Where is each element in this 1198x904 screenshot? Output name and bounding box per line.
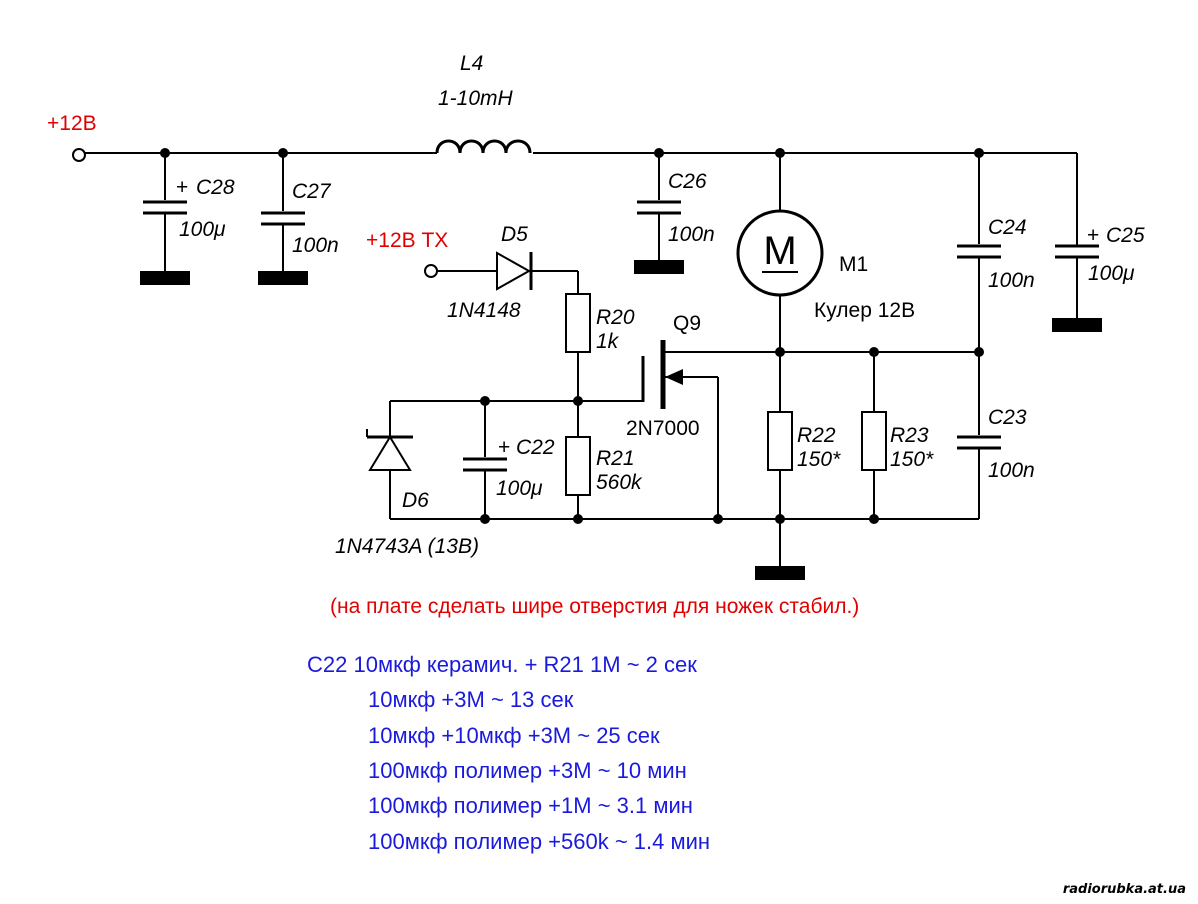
capacitor-c25-value: 100μ xyxy=(1088,262,1135,285)
ground-symbol xyxy=(258,271,308,285)
resistor-r22-value: 150* xyxy=(797,448,841,471)
capacitor-c27-ref: C27 xyxy=(292,180,332,203)
mosfet-q9-arrow xyxy=(665,369,683,385)
vcc-label: +12В xyxy=(47,112,97,135)
resistor-r23-ref: R23 xyxy=(890,424,929,447)
watermark: radiorubka.at.ua xyxy=(1063,882,1186,897)
junction-dot xyxy=(869,514,879,524)
resistor-r23 xyxy=(861,411,887,471)
capacitor-c26-value: 100n xyxy=(668,223,715,246)
capacitor-c28-value: 100μ xyxy=(179,218,226,241)
junction-dot xyxy=(869,347,879,357)
resistor-r20-value: 1k xyxy=(596,330,620,353)
zener-d6-value: 1N4743A (13В) xyxy=(335,535,479,558)
vcc-tx-label: +12В TX xyxy=(366,229,448,252)
capacitor-c28-ref: C28 xyxy=(196,176,235,199)
timing-note-line: 100мкф полимер +3М ~ 10 мин xyxy=(368,758,687,783)
capacitor-c23-value: 100n xyxy=(988,459,1035,482)
junction-dot xyxy=(160,148,170,158)
vcc-terminal xyxy=(72,148,86,162)
capacitor-c22-ref: C22 xyxy=(516,436,555,459)
motor-m1-glyph: M xyxy=(763,229,796,273)
resistor-r20 xyxy=(565,293,591,353)
resistor-r21-ref: R21 xyxy=(596,447,635,470)
capacitor-c22-value: 100μ xyxy=(496,477,543,500)
junction-dot xyxy=(974,148,984,158)
capacitor-c25-polarity: + xyxy=(1087,224,1099,247)
timing-note-line: 100мкф полимер +560k ~ 1.4 мин xyxy=(368,829,710,854)
ground-symbol xyxy=(140,271,190,285)
zener-d6-body xyxy=(368,435,412,471)
resistor-r21 xyxy=(565,436,591,496)
diode-d5-ref: D5 xyxy=(501,223,528,246)
timing-note-line: 100мкф полимер +1М ~ 3.1 мин xyxy=(368,793,693,818)
junction-dot xyxy=(480,396,490,406)
diode-d5-value: 1N4148 xyxy=(447,299,521,322)
zener-d6-ref: D6 xyxy=(402,489,429,512)
vcc-tx-terminal xyxy=(424,264,438,278)
junction-dot xyxy=(713,514,723,524)
ground-symbol xyxy=(1052,318,1102,332)
capacitor-c27-value: 100n xyxy=(292,234,339,257)
capacitor-c23-ref: C23 xyxy=(988,406,1027,429)
junction-dot xyxy=(573,396,583,406)
junction-dot xyxy=(775,514,785,524)
timing-note-line: 10мкф +3М ~ 13 сек xyxy=(368,687,574,712)
resistor-r23-value: 150* xyxy=(890,448,934,471)
junction-dot xyxy=(974,347,984,357)
capacitor-c24-value: 100n xyxy=(988,269,1035,292)
inductor-l4-coil xyxy=(435,139,532,154)
ground-symbol xyxy=(634,260,684,274)
ground-symbol xyxy=(755,566,805,580)
mosfet-q9-ref: Q9 xyxy=(673,312,701,335)
resistor-r22-ref: R22 xyxy=(797,424,836,447)
pcb-note: (на плате сделать шире отверстия для нож… xyxy=(330,595,859,618)
resistor-r22 xyxy=(767,411,793,471)
timing-note-line: С22 10мкф керамич. + R21 1М ~ 2 сек xyxy=(307,652,697,677)
junction-dot xyxy=(654,148,664,158)
resistor-r20-ref: R20 xyxy=(596,306,635,329)
motor-m1-ref: M1 xyxy=(839,253,868,276)
mosfet-q9-value: 2N7000 xyxy=(626,417,700,440)
inductor-l4-value: 1-10mH xyxy=(438,87,514,110)
junction-dot xyxy=(775,347,785,357)
capacitor-c24-ref: C24 xyxy=(988,216,1027,239)
resistor-r21-value: 560k xyxy=(596,471,643,494)
capacitor-c22-polarity: + xyxy=(498,436,510,459)
motor-m1-value: Кулер 12В xyxy=(814,299,915,322)
junction-dot xyxy=(573,514,583,524)
diode-d5-body xyxy=(496,251,532,291)
capacitor-c26-ref: C26 xyxy=(668,170,707,193)
junction-dot xyxy=(278,148,288,158)
capacitor-c28-polarity: + xyxy=(176,176,188,199)
junction-dot xyxy=(480,514,490,524)
inductor-l4-ref: L4 xyxy=(460,52,483,75)
junction-dot xyxy=(775,148,785,158)
capacitor-c25-ref: C25 xyxy=(1106,224,1145,247)
timing-note-line: 10мкф +10мкф +3М ~ 25 сек xyxy=(368,723,660,748)
